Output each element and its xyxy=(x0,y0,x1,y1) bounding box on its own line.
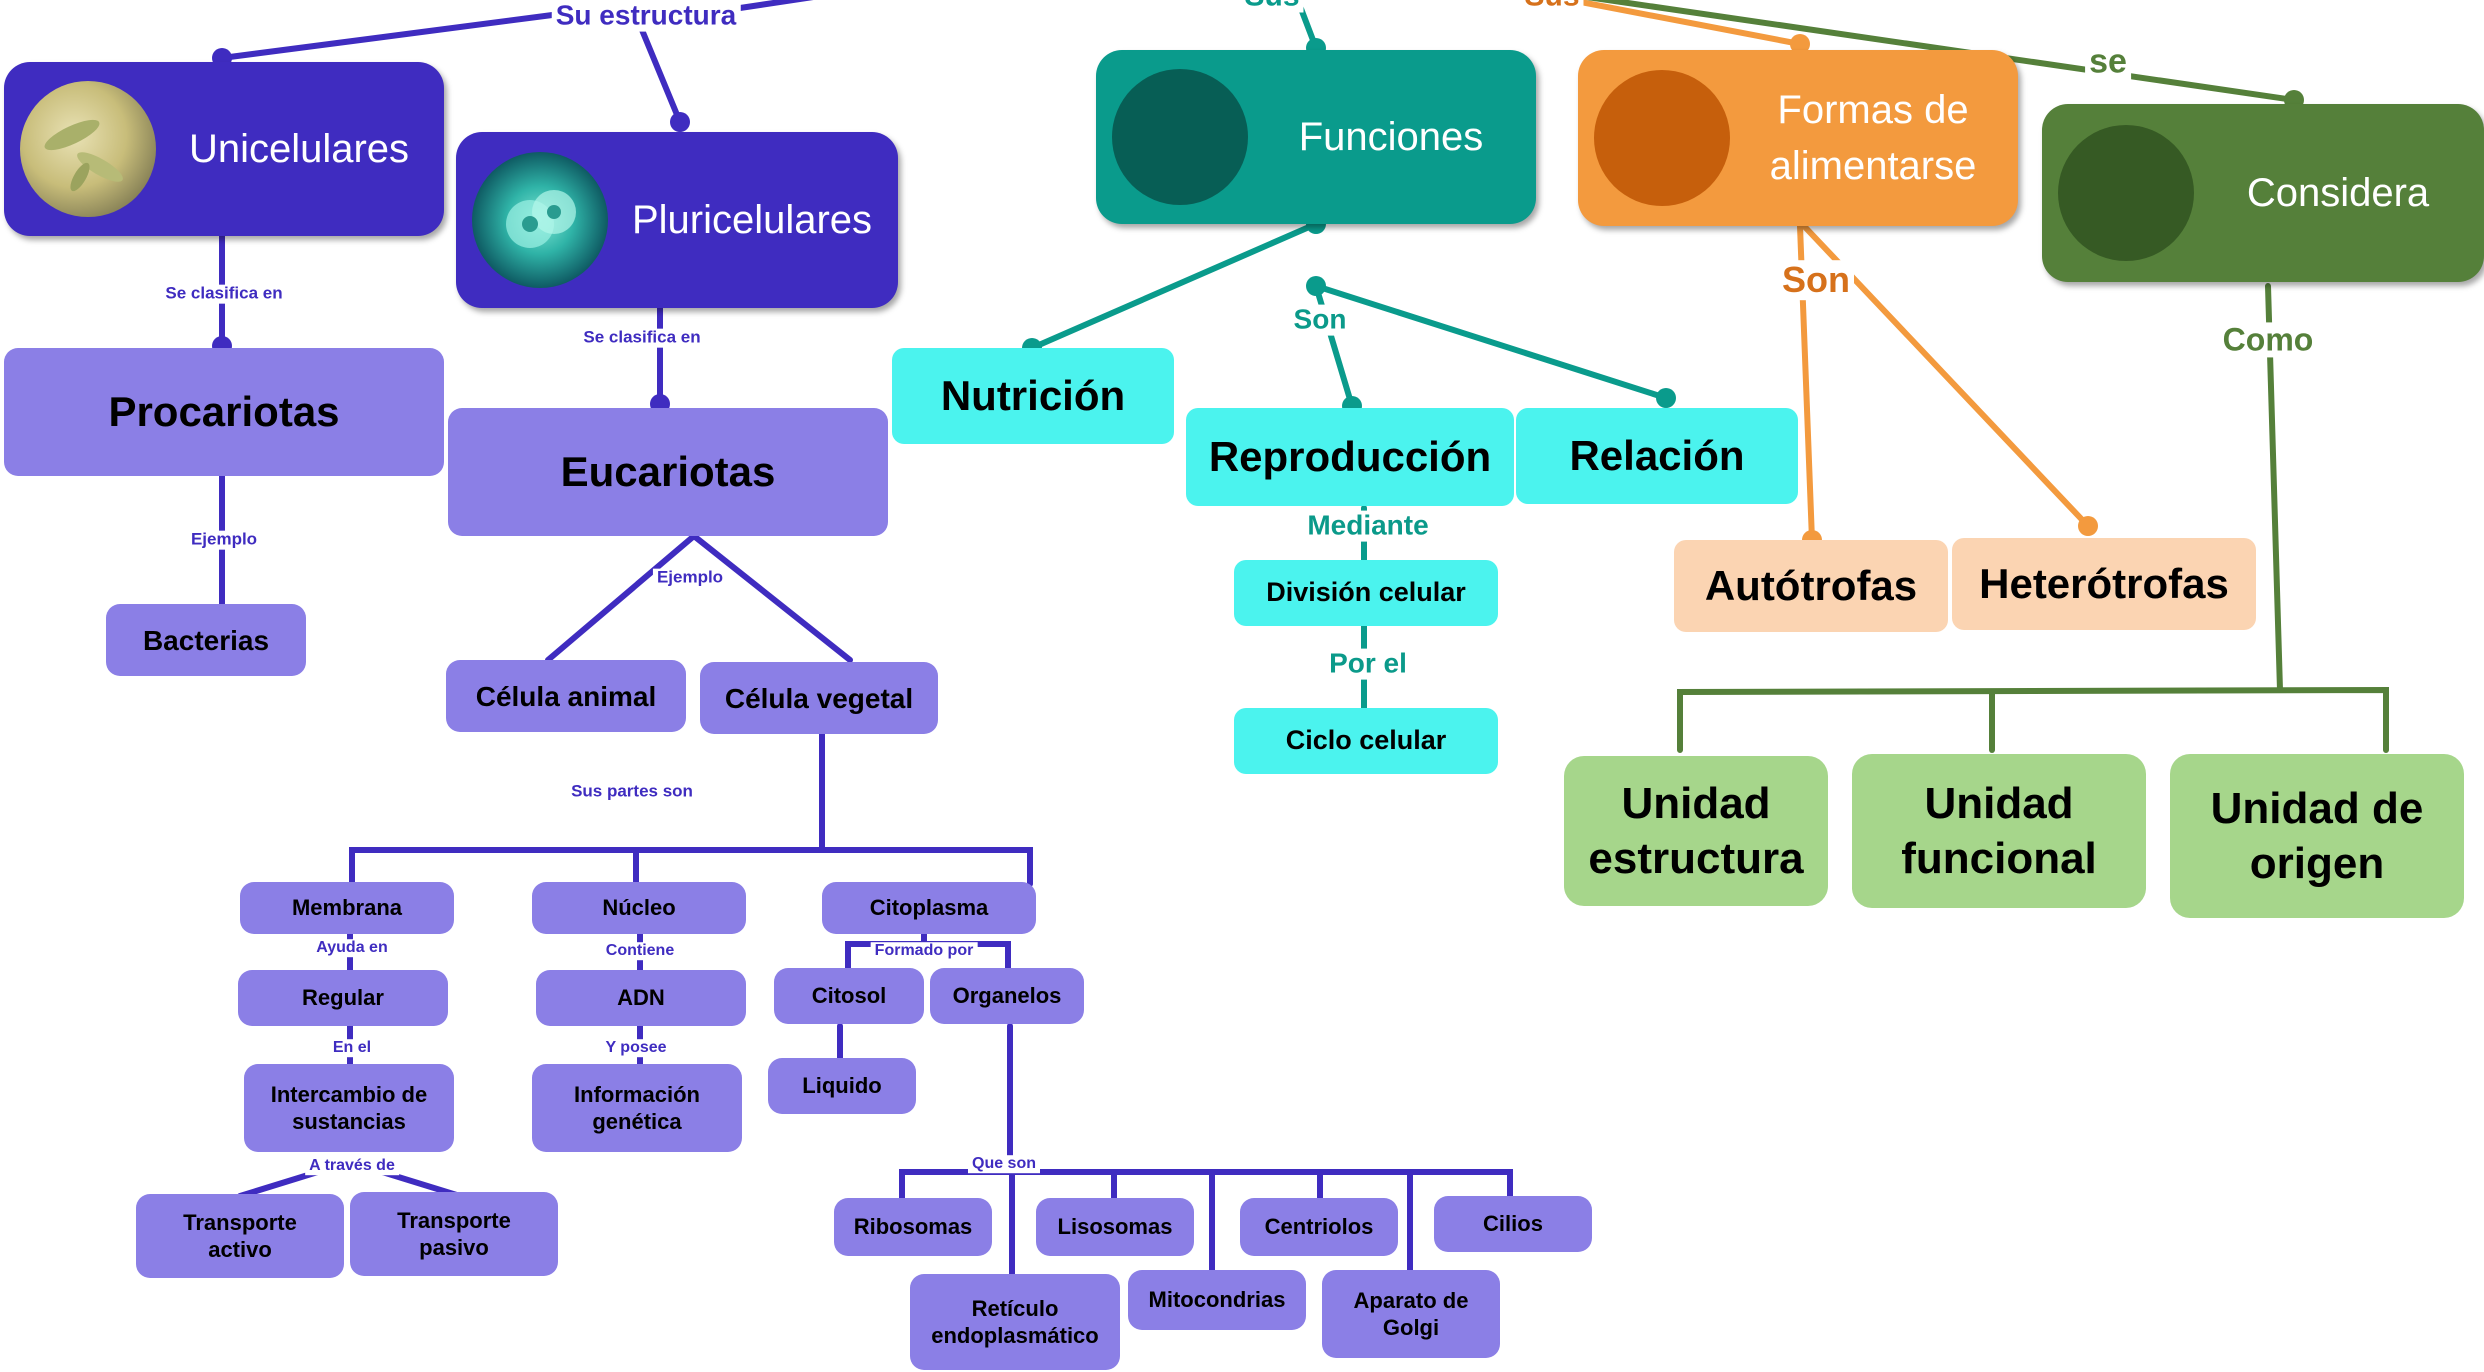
node-transporte-activo: Transporte activo xyxy=(136,1194,344,1278)
header-unicelulares: Unicelulares xyxy=(4,62,444,236)
label-por-el: Por el xyxy=(1325,648,1411,680)
node-organelos: Organelos xyxy=(930,968,1084,1024)
circle-icon xyxy=(1594,70,1730,206)
node-unidad-funcional: Unidad funcional xyxy=(1852,754,2146,908)
node-liquido: Liquido xyxy=(768,1058,916,1114)
node-nutricion: Nutrición xyxy=(892,348,1174,444)
node-autotrofas: Autótrofas xyxy=(1674,540,1948,632)
node-regular: Regular xyxy=(238,970,448,1026)
node-intercambio: Intercambio de sustancias xyxy=(244,1064,454,1152)
label-a-traves: A través de xyxy=(305,1157,399,1175)
label-sus-teal: Sus xyxy=(1240,0,1304,13)
header-formas-label: Formas de alimentarse xyxy=(1769,88,1977,188)
header-unicelulares-label: Unicelulares xyxy=(188,127,410,171)
circle-icon xyxy=(2058,125,2194,261)
header-pluricelulares: Pluricelulares xyxy=(456,132,898,308)
label-sus-partes: Sus partes son xyxy=(567,782,697,802)
label-sus-orange: Sus xyxy=(1520,0,1584,13)
node-reticulo: Retículo endoplasmático xyxy=(910,1274,1120,1370)
label-y-posee: Y posee xyxy=(601,1039,671,1057)
microorganism-image-icon xyxy=(20,81,156,217)
node-mitocondrias: Mitocondrias xyxy=(1128,1270,1306,1330)
node-informacion: Información genética xyxy=(532,1064,742,1152)
header-pluricelulares-label: Pluricelulares xyxy=(631,198,873,242)
node-procariotas: Procariotas xyxy=(4,348,444,476)
node-bacterias: Bacterias xyxy=(106,604,306,676)
label-ejemplo-1: Ejemplo xyxy=(186,530,262,550)
node-heterotrofas: Heterótrofas xyxy=(1952,538,2256,630)
cell-image-icon xyxy=(472,152,608,288)
label-son-orange: Son xyxy=(1778,260,1854,300)
node-division: División celular xyxy=(1234,560,1498,626)
label-se-clasifica-2: Se clasifica en xyxy=(579,328,705,348)
node-ribosomas: Ribosomas xyxy=(834,1198,992,1256)
node-membrana: Membrana xyxy=(240,882,454,934)
label-contiene: Contiene xyxy=(601,942,679,960)
label-formado-por: Formado por xyxy=(870,942,978,960)
node-adn: ADN xyxy=(536,970,746,1026)
header-considera: Considera xyxy=(2042,104,2484,282)
node-celula-vegetal: Célula vegetal xyxy=(700,662,938,734)
node-golgi: Aparato de Golgi xyxy=(1322,1270,1500,1358)
header-considera-label: Considera xyxy=(2246,171,2430,215)
circle-icon xyxy=(1112,69,1248,205)
label-en-el: En el xyxy=(328,1039,376,1057)
label-mediante: Mediante xyxy=(1303,510,1433,542)
node-celula-animal: Célula animal xyxy=(446,660,686,732)
label-se: se xyxy=(2085,42,2131,81)
node-unidad-estructura: Unidad estructura xyxy=(1564,756,1828,906)
header-funciones-label: Funciones xyxy=(1298,115,1484,159)
label-como: Como xyxy=(2218,322,2318,358)
node-reproduccion: Reproducción xyxy=(1186,408,1514,506)
header-funciones: Funciones xyxy=(1096,50,1536,224)
node-citosol: Citosol xyxy=(774,968,924,1024)
label-son-teal: Son xyxy=(1289,304,1351,336)
label-su-estructura: Su estructura xyxy=(551,0,741,32)
node-nucleo: Núcleo xyxy=(532,882,746,934)
node-centriolos: Centriolos xyxy=(1240,1198,1398,1256)
node-eucariotas: Eucariotas xyxy=(448,408,888,536)
node-ciclo: Ciclo celular xyxy=(1234,708,1498,774)
node-unidad-origen: Unidad de origen xyxy=(2170,754,2464,918)
header-formas-alimentarse: Formas de alimentarse xyxy=(1578,50,2018,226)
node-cilios: Cilios xyxy=(1434,1196,1592,1252)
label-ejemplo-2: Ejemplo xyxy=(652,568,728,588)
node-lisosomas: Lisosomas xyxy=(1036,1198,1194,1256)
node-citoplasma: Citoplasma xyxy=(822,882,1036,934)
label-ayuda-en: Ayuda en xyxy=(312,939,392,957)
node-transporte-pasivo: Transporte pasivo xyxy=(350,1192,558,1276)
node-relacion: Relación xyxy=(1516,408,1798,504)
label-se-clasifica-1: Se clasifica en xyxy=(161,284,287,304)
label-que-son: Que son xyxy=(967,1155,1041,1173)
